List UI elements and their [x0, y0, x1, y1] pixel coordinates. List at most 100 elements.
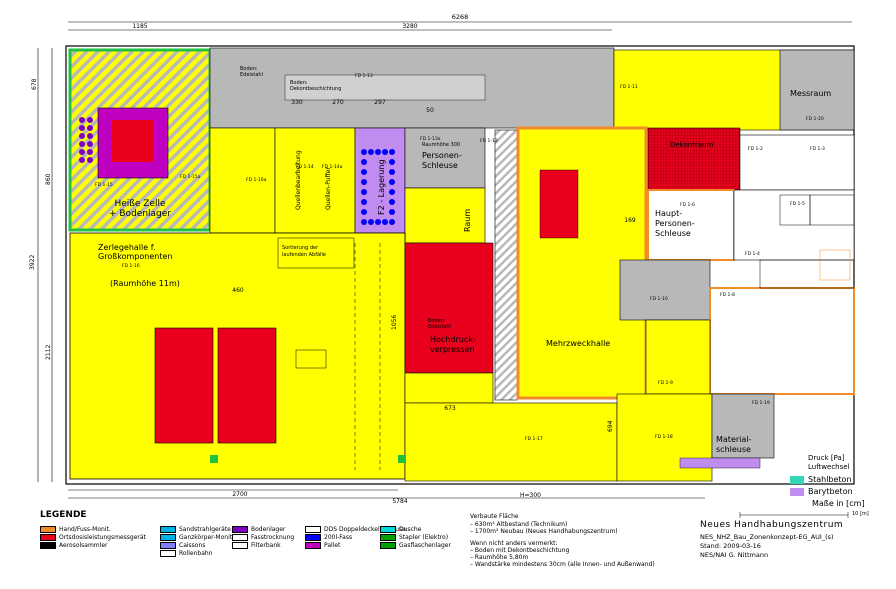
title-block-title: Neues Handhabungszentrum: [700, 520, 844, 530]
legend-label: Caissons: [179, 542, 206, 549]
room-messraum: Messraum: [790, 89, 831, 98]
legend-label: Fasstrocknung: [251, 534, 295, 541]
fd-label: FD 1-13: [355, 73, 373, 79]
wenn-title: Wenn nicht anders vermerkt:: [470, 540, 558, 547]
dim-label: 50: [426, 107, 434, 114]
fd-label: FD 1-20: [806, 116, 824, 122]
dim-label: 5784: [392, 498, 407, 505]
fd-label: FD 1-18: [655, 434, 673, 440]
legend-label: 200l-Fass: [324, 534, 353, 541]
dim-label: 1185: [132, 23, 147, 30]
legend-swatch: [380, 542, 396, 549]
legend-label: Gasflaschenlager: [399, 542, 451, 549]
room-sortierung: Sortierung der: [282, 245, 319, 251]
legend-swatch: [232, 542, 248, 549]
legend-swatch: [232, 526, 248, 533]
room-zerlegehalle: Zerlegehalle f.: [98, 243, 156, 252]
fd-label: FD 1-9: [658, 380, 673, 386]
legend-swatch: [160, 526, 176, 533]
fd-label: FD 1-10: [650, 296, 668, 302]
title-block-line3: NES/NAI G. Nittmann: [700, 551, 769, 559]
room-hochdruck: Edelstahl: [428, 324, 451, 330]
dim-label: 460: [232, 287, 244, 294]
fd-label: FD 1-6: [680, 202, 695, 208]
fd-label: FD 1-13: [480, 138, 498, 144]
legend-swatch: [305, 534, 321, 541]
room-materialschleuse: schleuse: [716, 445, 751, 454]
dim-label: H=300: [520, 492, 541, 499]
room-hochdruck: Hochdruck-: [430, 335, 476, 344]
masse-label: Maße in [cm]: [812, 499, 865, 508]
fd-label: FD 1-11: [620, 84, 638, 90]
wenn-line-2: – Raumhöhe 5,80m: [470, 554, 529, 561]
fd-label: FD 1-14: [296, 164, 314, 170]
fd-label: FD 1-16a: [246, 177, 267, 183]
legend-swatch: [160, 550, 176, 557]
legend-label: Aerosolsammler: [59, 542, 108, 549]
legend-item: DDS Doppeldeckelschleuse: [305, 526, 406, 533]
dim-label: 1056: [391, 315, 398, 330]
luftwechsel-label: Luftwechsel: [808, 463, 850, 471]
wenn-line-3: – Wandstärke mindestens 30cm (alle Innen…: [470, 561, 655, 568]
legend-item: Bodenlager: [232, 526, 285, 533]
legend-item: 200l-Fass: [305, 534, 352, 541]
legend-label: Dusche: [399, 526, 422, 533]
legend-item: Gasflaschenlager: [380, 542, 451, 549]
dim-label: 330: [291, 99, 303, 106]
legend-label: Filterbank: [251, 542, 281, 549]
fd-label: FD 1-15: [95, 182, 113, 188]
fd-label: FD 1-3: [810, 146, 825, 152]
room-haupt-personenschleuse: Personen-: [655, 219, 695, 228]
verbaute-line-1: – 630m² Altbestand (Technikum): [470, 521, 568, 528]
fd-label: FD 1-19: [752, 400, 770, 406]
fd-label: FD 1-17: [525, 436, 543, 442]
dim-label: 2112: [45, 345, 52, 360]
legend-item: Rollenbahn: [160, 550, 213, 557]
dim-label: 3280: [402, 23, 417, 30]
legend-swatch: [380, 534, 396, 541]
dimension-lines: [37, 21, 852, 499]
dim-label: 297: [374, 99, 386, 106]
room-hochdruck: verpressen: [430, 345, 474, 354]
room-raum: Raum: [463, 209, 472, 232]
legend-label: Stapler (Elektro): [399, 534, 449, 541]
dim-label: 678: [31, 78, 38, 90]
legend-item: Dusche: [380, 526, 421, 533]
room-personenschleuse: Raumhöhe 300: [422, 142, 460, 148]
legend-swatch: [40, 534, 56, 541]
legend-label: Ortsdosisleistungsmessgerät: [59, 534, 146, 541]
legend-label: Rollenbahn: [179, 550, 213, 557]
floor-note: Boden:: [240, 66, 258, 72]
room-personenschleuse: Schleuse: [422, 161, 458, 170]
dim-label: 270: [332, 99, 344, 106]
room-hochdruck: Boden:: [428, 318, 446, 324]
room-height: (Raumhöhe 11m): [110, 279, 180, 288]
room-zerlegehalle: Großkomponenten: [98, 252, 172, 261]
fd-label: FD 1-8: [720, 292, 735, 298]
druck-label: Druck [Pa]: [808, 454, 845, 462]
room-quellen: Quellenbearbeitung: [295, 150, 302, 210]
legend-label: Pallet: [324, 542, 341, 549]
room-dekontraum: Dekontraum: [670, 141, 714, 149]
scale-label: 10 [m]: [852, 511, 869, 517]
title-block-line2: Stand: 2009-03-16: [700, 542, 761, 550]
floor-note: Dekontbeschichtung: [290, 86, 341, 92]
barytbeton-label: Barytbeton: [808, 487, 853, 496]
legend-item: Filterbank: [232, 542, 281, 549]
room-haupt-personenschleuse: Schleuse: [655, 229, 691, 238]
legend-item: Aerosolsammler: [40, 542, 107, 549]
legend-item: Sandstrahlgeräte: [160, 526, 231, 533]
fd-label: FD 1-16: [122, 263, 140, 269]
floor-note: Edelstahl: [240, 72, 263, 78]
stahlbeton-label: Stahlbeton: [808, 475, 852, 484]
dim-total-width: 6268: [452, 13, 469, 21]
legend-item: Stapler (Elektro): [380, 534, 448, 541]
room-heisse-zelle: + Bodenlager: [109, 209, 171, 219]
verbaute-title: Verbaute Fläche: [470, 513, 519, 520]
title-block-line1: NES_NHZ_Bau_Zonenkonzept-EG_AUI_(s): [700, 533, 834, 541]
legend-title: LEGENDE: [40, 510, 87, 520]
fd-label: FD 1-13a: [420, 136, 441, 142]
fd-label: FD 1-14a: [322, 164, 343, 170]
